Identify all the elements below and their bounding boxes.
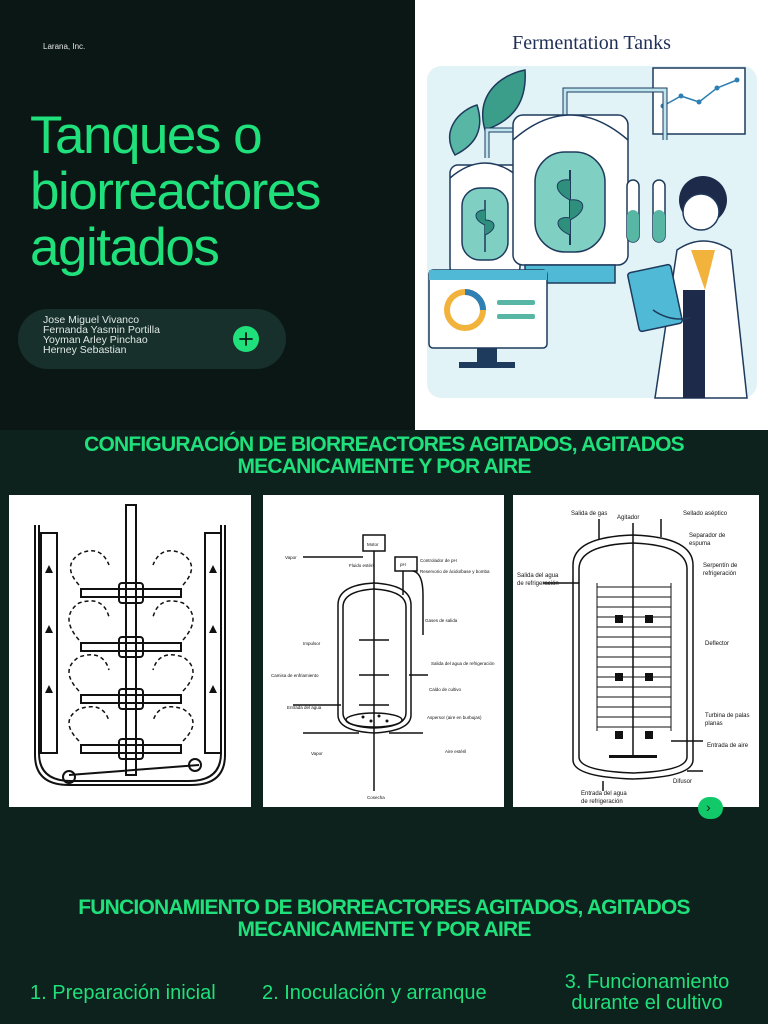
diagram-label: Vapor: [285, 555, 297, 560]
title-line-2: biorreactores: [30, 162, 321, 221]
author-name: Jose Miguel Vivanco: [43, 314, 140, 326]
diagram-label: Cosecha: [367, 795, 385, 800]
title-slide: Larana, Inc. Tanques o biorreactores agi…: [0, 0, 768, 430]
configuration-heading: CONFIGURACIÓN DE BIORREACTORES AGITADOS,…: [0, 434, 768, 478]
authors-list: Jose Miguel Vivanco Fernanda Yasmin Port…: [43, 314, 160, 356]
step-3-line: durante el cultivo: [571, 992, 723, 1014]
author-name: Fernanda Yasmin Portilla: [43, 324, 160, 336]
author-name: Yoyman Arley Pinchao: [43, 334, 148, 346]
diagram-label: pH: [400, 562, 406, 567]
next-slide-button[interactable]: ›: [698, 797, 723, 819]
agitated-tank-flow-diagram: [9, 495, 251, 807]
plus-icon: [239, 332, 253, 346]
step-1: 1. Preparación inicial: [30, 982, 216, 1004]
diagram-label: espuma: [689, 541, 711, 547]
diagram-label: Motor: [367, 542, 379, 547]
diagram-label: Salida del agua de refrigeración: [431, 661, 495, 666]
step-2: 2. Inoculación y arranque: [262, 982, 487, 1004]
authors-pill: Jose Miguel Vivanco Fernanda Yasmin Port…: [18, 309, 286, 369]
diagram-label: refrigeración: [703, 571, 736, 577]
author-name: Herney Sebastian: [43, 344, 127, 356]
diagram-label: Aire estéril: [445, 749, 466, 754]
heading-line: MECANICAMENTE Y POR AIRE: [237, 918, 531, 941]
diagram-label: Turbina de palas: [705, 713, 749, 719]
diagram-label: Camisa de enfriamiento: [271, 673, 319, 678]
diagram-label: Entrada del agua: [581, 791, 627, 797]
heading-line: FUNCIONAMIENTO DE BIORREACTORES AGITADOS…: [78, 896, 690, 919]
expand-authors-button[interactable]: [233, 326, 259, 352]
diagram-label: Impulsor: [303, 641, 321, 646]
diagram-label: Separador de: [689, 533, 726, 539]
diagram-label: Fluido estéril: [349, 563, 375, 568]
title-line-3: agitados: [30, 218, 220, 277]
step-3-line: 3. Funcionamiento: [564, 971, 730, 993]
diagram-label: Agitador: [617, 515, 639, 521]
diagram-label: Entrada del agua: [287, 705, 322, 710]
diagram-label: planas: [705, 721, 723, 727]
fermentation-tanks-illustration: Fermentation Tanks: [415, 0, 768, 430]
diagram-label: Sellado aséptico: [683, 511, 728, 517]
heading-line: MECANICAMENTE Y POR AIRE: [237, 455, 531, 478]
diagram-label: Aspersor (aire en burbujas): [427, 715, 482, 720]
illustration-title: Fermentation Tanks: [512, 32, 671, 54]
diagram-label: Salida del agua: [517, 573, 559, 579]
coil-cooled-bioreactor-diagram: Salida de gas Agitador Sellado aséptico …: [513, 495, 759, 807]
fermentation-tanks-drawing: [427, 66, 757, 399]
diagram-label: Caldo de cultivo: [429, 687, 462, 692]
labeled-bioreactor-diagram: Vapor Motor pH Controlador de pH Reservo…: [263, 495, 504, 807]
diagram-label: Entrada de aire: [707, 743, 749, 749]
tank-flow-drawing: [34, 504, 226, 786]
diagram-label: Difusor: [673, 779, 692, 785]
chevron-right-icon: ›: [706, 799, 711, 815]
diagram-label: Vapor: [311, 751, 323, 756]
diagram-label: Deflector: [705, 641, 729, 647]
diagram-label: Controlador de pH: [420, 558, 457, 563]
company-name: Larana, Inc.: [43, 42, 86, 51]
diagram-label: Salida de gas: [571, 511, 607, 517]
diagram-label: Gases de salida: [425, 618, 458, 623]
presentation-title: Tanques o biorreactores agitados: [30, 106, 321, 277]
coil-bioreactor-drawing: Salida de gas Agitador Sellado aséptico …: [517, 511, 749, 805]
diagram-label: Reservorio de ácido/base y bomba: [420, 569, 490, 574]
bioreactor-drawing: Vapor Motor pH Controlador de pH Reservo…: [271, 534, 495, 800]
title-line-1: Tanques o: [30, 106, 263, 165]
diagram-label: de refrigeración: [517, 581, 559, 587]
diagram-label: Serpentín de: [703, 563, 738, 569]
operation-heading: FUNCIONAMIENTO DE BIORREACTORES AGITADOS…: [0, 897, 768, 941]
heading-line: CONFIGURACIÓN DE BIORREACTORES AGITADOS,…: [84, 433, 685, 456]
step-3: 3. Funcionamiento durante el cultivo: [556, 972, 738, 1014]
diagram-label: de refrigeración: [581, 799, 623, 805]
